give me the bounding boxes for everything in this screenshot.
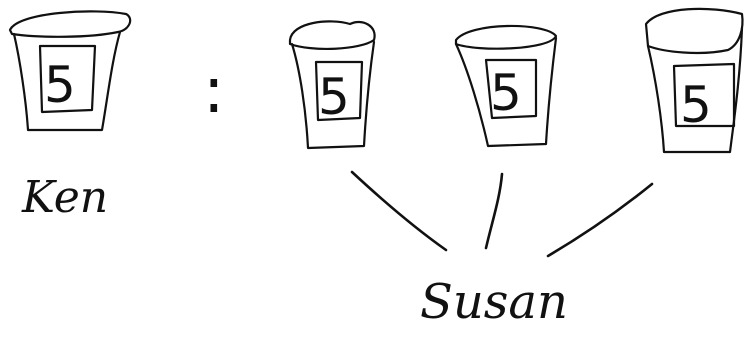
ken-cup-label-box — [38, 44, 97, 114]
susan-cup-2-label-box — [484, 58, 538, 120]
connector-line-middle — [484, 172, 504, 250]
susan-cup-1-number: 5 — [318, 68, 350, 126]
susan-cup-1: 5 — [288, 20, 376, 150]
susan-cup-2-body — [454, 36, 558, 148]
ken-cup-rim — [8, 10, 132, 38]
ken-cup-body — [12, 30, 122, 132]
susan-cup-2: 5 — [454, 24, 558, 148]
susan-cup-2-number: 5 — [490, 64, 522, 122]
susan-cup-3-label-box — [672, 62, 736, 128]
ken-cup-number: 5 — [44, 56, 76, 114]
connector-line-left — [350, 170, 448, 252]
susan-cup-1-label-box — [314, 60, 364, 122]
connector-line-right — [546, 182, 654, 258]
susan-cup-3: 5 — [644, 7, 744, 154]
susan-cup-1-rim — [288, 20, 376, 51]
ken-cup: 5 — [8, 10, 132, 132]
ken-label: Ken — [21, 172, 108, 223]
susan-cup-3-number: 5 — [680, 76, 712, 134]
susan-cup-3-body — [646, 26, 744, 154]
susan-cup-3-rim — [644, 7, 744, 55]
susan-label: Susan — [420, 274, 568, 330]
ratio-separator: : — [203, 54, 225, 128]
susan-cup-2-rim — [454, 24, 558, 50]
susan-cup-1-body — [290, 40, 376, 150]
